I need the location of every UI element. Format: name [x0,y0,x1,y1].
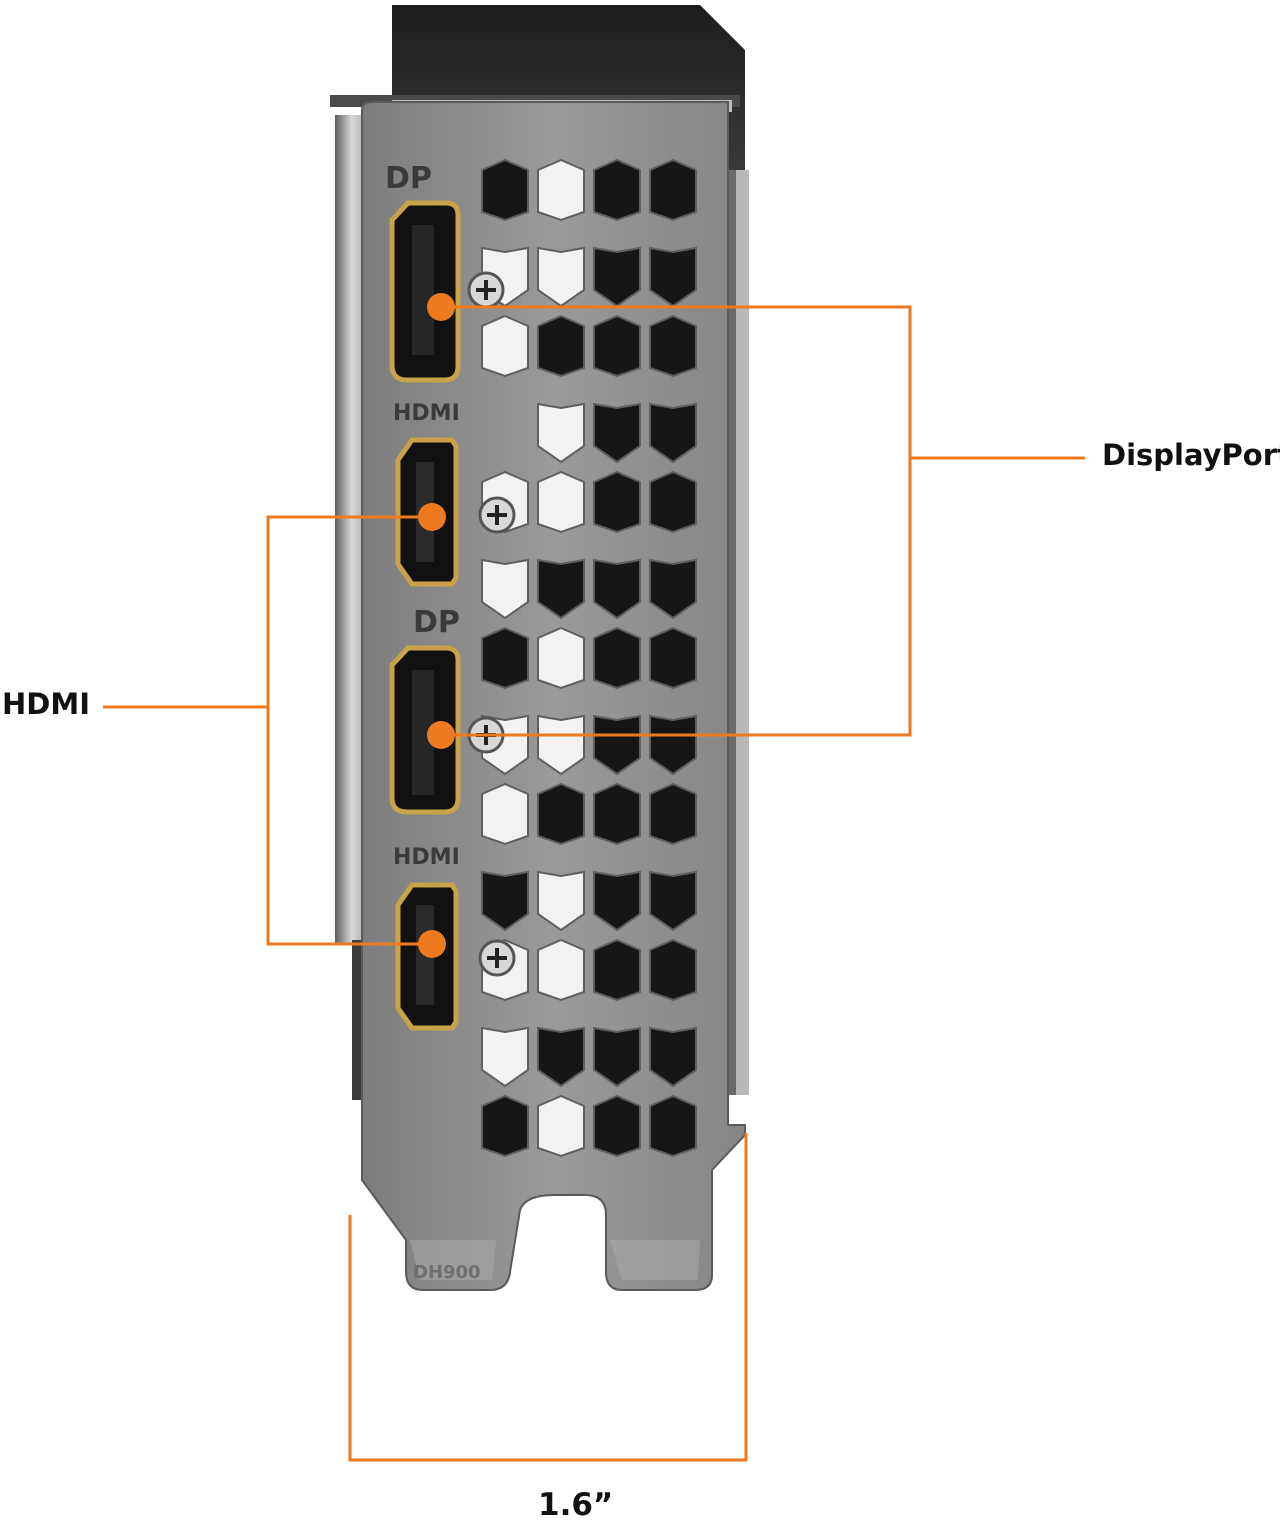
vent-cutout [481,558,529,620]
marking-hdmi-2: HDMI [393,845,460,870]
displayport-label: DisplayPort [1102,438,1280,472]
vent-cutout [537,782,585,846]
vent-cutout [537,314,585,378]
vent-cutout [649,626,697,690]
marking-hdmi-1: HDMI [393,401,460,426]
vent-cutout [593,626,641,690]
vent-cutout [537,626,585,690]
bracket-width-label: 1.6” [538,1487,614,1523]
vent-cutout [649,558,697,620]
screw-2 [478,496,516,534]
screw-4 [478,939,516,977]
vent-cutout [593,314,641,378]
hdmi-callout-dot-2 [418,930,446,958]
vent-cutout [649,870,697,932]
vent-cutout [537,714,585,776]
vent-cutout [649,782,697,846]
displayport-callout-dot-1 [427,293,455,321]
vent-cutout [537,558,585,620]
vent-cutout [593,1026,641,1088]
vent-cutout [537,1094,585,1158]
vent-cutout [649,314,697,378]
vent-cutout [481,1026,529,1088]
vent-cutout [649,938,697,1002]
vent-cutout [481,870,529,932]
vent-cutout [593,158,641,222]
callout-lines [103,305,1085,1462]
vent-cutout [537,1026,585,1088]
vent-cutout [537,158,585,222]
displayport-callout-dot-2 [427,721,455,749]
displayport-connector-2 [389,645,461,815]
vent-grid [481,158,697,1158]
marking-dp-1: DP [385,161,432,196]
callout-dots [418,293,455,958]
bracket-tab-shading [410,1240,700,1280]
hdmi-callout-line [103,515,432,946]
displayport-connector-1 [389,200,461,383]
vent-cutout [593,870,641,932]
hdmi-label: HDMI [2,687,90,721]
vent-cutout [481,626,529,690]
vent-cutout [481,782,529,846]
vent-cutout [593,714,641,776]
vent-cutout [593,402,641,464]
hdmi-callout-dot-1 [418,503,446,531]
vent-cutout [537,246,585,308]
vent-cutout [649,1026,697,1088]
bracket-side-rail [335,115,749,1100]
displayport-callout-line [441,305,1085,737]
vent-cutout [649,1094,697,1158]
vent-cutout [649,246,697,308]
marking-dp-2: DP [413,605,460,640]
vent-cutout [481,314,529,378]
vent-cutout [649,470,697,534]
width-dimension-line [348,1133,748,1462]
vent-cutout [649,402,697,464]
vent-cutout [537,938,585,1002]
vent-cutout [593,246,641,308]
vent-cutout [481,1094,529,1158]
bracket-screws [467,271,516,977]
screw-1 [467,271,505,309]
vent-cutout [537,402,585,464]
port-markings: DP HDMI DP HDMI DH900 [385,161,481,1283]
vent-cutout [593,1094,641,1158]
model-stamp: DH900 [413,1262,481,1283]
vent-cutout [593,558,641,620]
vent-cutout [593,782,641,846]
vent-cutout [593,470,641,534]
vent-cutout [649,158,697,222]
vent-cutout [481,158,529,222]
vent-cutout [537,870,585,932]
vent-cutout [593,938,641,1002]
vent-cutout [649,714,697,776]
vent-cutout [537,470,585,534]
